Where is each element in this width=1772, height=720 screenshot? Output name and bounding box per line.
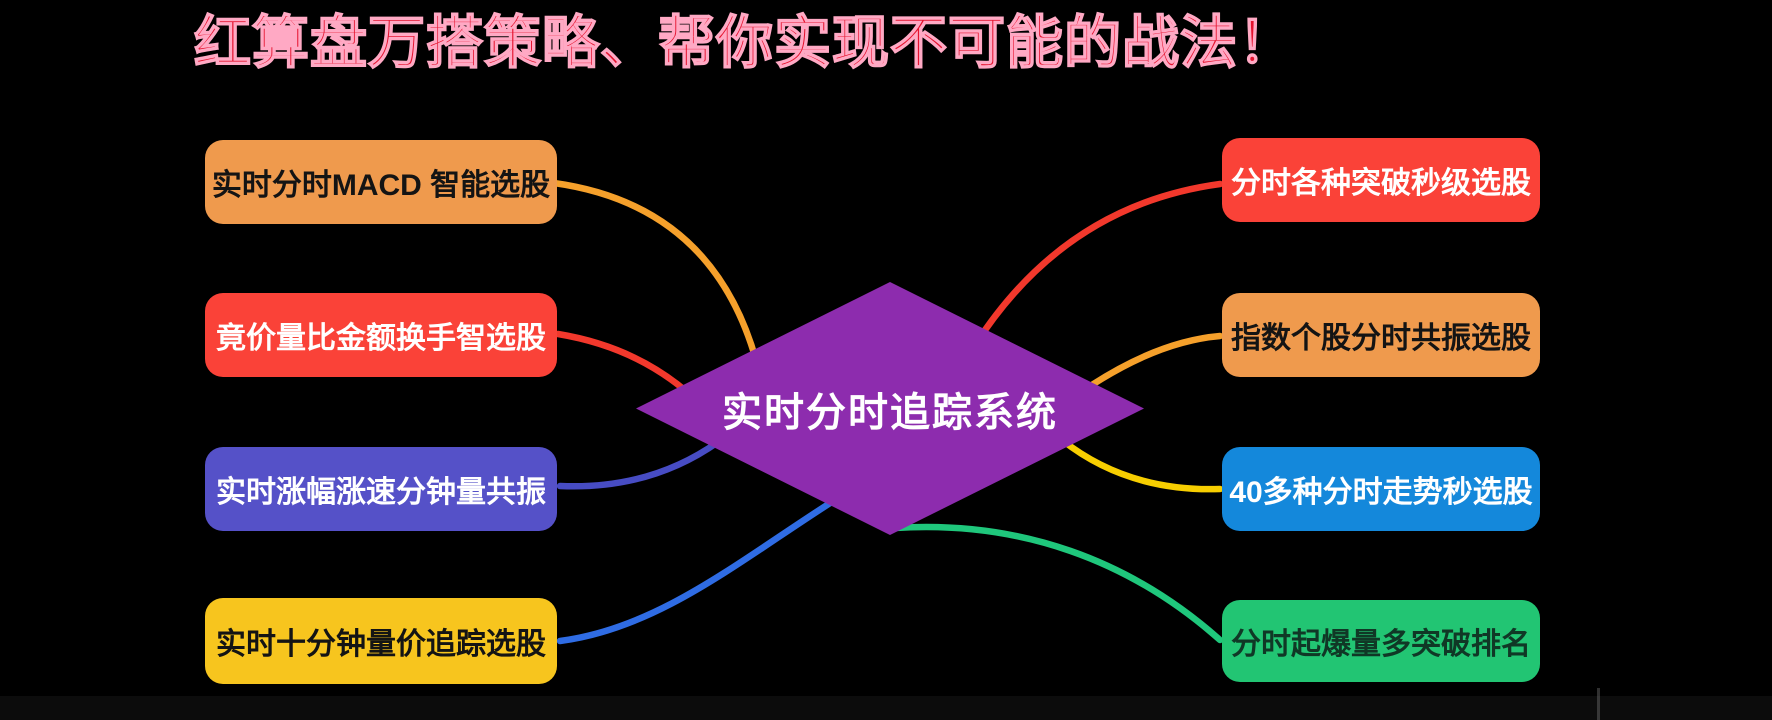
node-right-breakout: 分时各种突破秒级选股 (1222, 138, 1540, 222)
connector-right-explosive (891, 523, 1224, 644)
center-node-label: 实时分时追踪系统 (722, 390, 1058, 435)
connector-left-resonance (556, 438, 722, 490)
connector-right-breakout (971, 180, 1224, 349)
banner-title: 红算盘万搭策略、帮你实现不可能的战法！ (193, 11, 1296, 76)
connector-right-trend (1058, 436, 1224, 493)
bottom-band (0, 696, 1772, 720)
connector-left-macd (550, 179, 760, 364)
artifact-line (1597, 688, 1600, 720)
node-right-trend: 40多种分时走势秒选股 (1222, 447, 1540, 531)
node-left-auction: 竟价量比金额换手智选股 (205, 293, 557, 377)
node-right-explosive: 分时起爆量多突破排名 (1222, 600, 1540, 682)
connector-left-tracking (556, 494, 842, 645)
node-right-index: 指数个股分时共振选股 (1222, 293, 1540, 377)
node-left-macd: 实时分时MACD 智能选股 (205, 140, 557, 224)
node-left-resonance: 实时涨幅涨速分钟量共振 (205, 447, 557, 531)
node-left-tracking: 实时十分钟量价追踪选股 (205, 598, 557, 684)
